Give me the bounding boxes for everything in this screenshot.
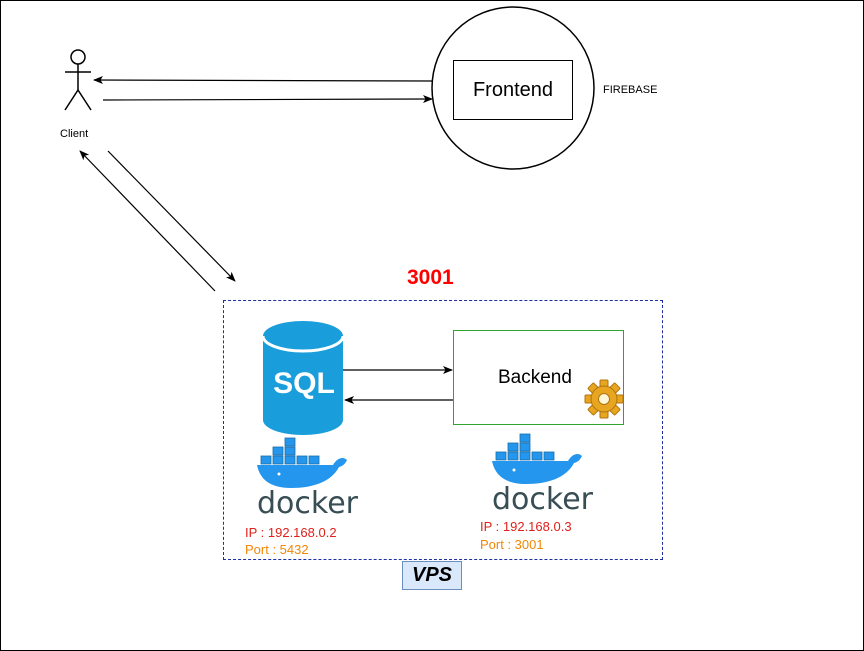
gear-icon	[584, 379, 624, 419]
backend-port-label: Port : 3001	[480, 537, 544, 552]
database-ip-label: IP : 192.168.0.2	[245, 525, 337, 540]
vps-label: VPS	[402, 561, 462, 590]
frontend-label: Frontend	[472, 78, 554, 101]
database-port-label: Port : 5432	[245, 542, 309, 557]
backend-ip-label: IP : 192.168.0.3	[480, 519, 572, 534]
arrow-client-to-frontend	[102, 95, 433, 104]
docker-wordmark: docker	[257, 486, 359, 521]
backend-node: Backend	[453, 330, 624, 425]
client-actor-icon	[64, 49, 92, 111]
sql-database-icon: SQL	[261, 321, 345, 435]
docker-wordmark: docker	[492, 482, 594, 517]
sql-icon-text: SQL	[273, 367, 335, 400]
backend-label: Backend	[498, 367, 572, 388]
docker-logo-icon: docker	[257, 437, 359, 521]
exposed-port-title: 3001	[407, 266, 454, 289]
arrow-client-to-vps	[107, 150, 236, 282]
arrow-vps-to-client	[79, 150, 216, 292]
firebase-label: FIREBASE	[603, 84, 658, 96]
frontend-node: Frontend	[453, 60, 573, 120]
client-label: Client	[60, 128, 89, 140]
firebase-host-circle	[431, 6, 595, 170]
docker-logo-icon: docker	[492, 433, 594, 517]
vps-group-boundary	[223, 300, 663, 560]
arrow-frontend-to-client	[93, 76, 433, 85]
